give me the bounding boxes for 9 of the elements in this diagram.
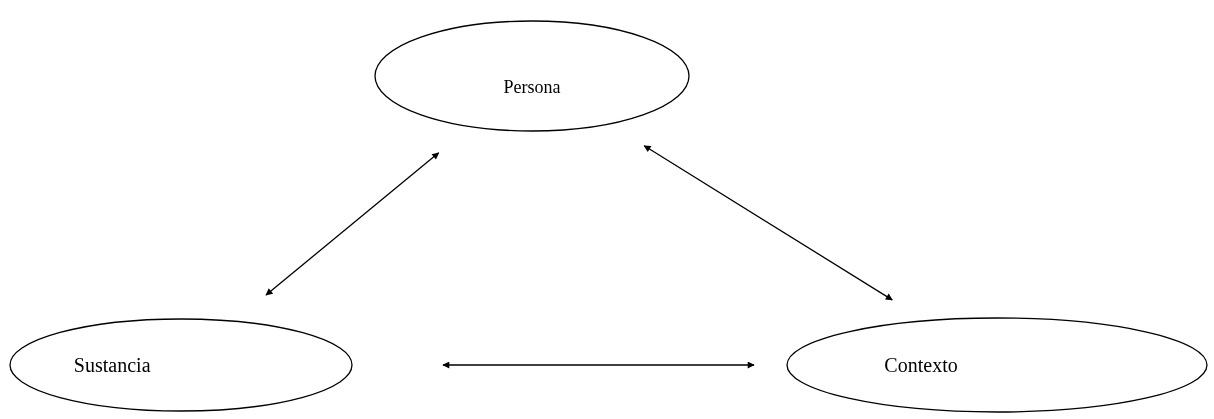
node-label: Contexto (884, 353, 958, 377)
node-label: Persona (503, 76, 561, 98)
ellipse-node (786, 317, 1208, 413)
node-label: Sustancia (73, 353, 151, 377)
double-arrow (643, 145, 893, 301)
ellipse-node (374, 20, 690, 132)
double-arrow (442, 361, 755, 369)
double-arrow (265, 152, 440, 296)
ellipse-node (9, 318, 353, 412)
